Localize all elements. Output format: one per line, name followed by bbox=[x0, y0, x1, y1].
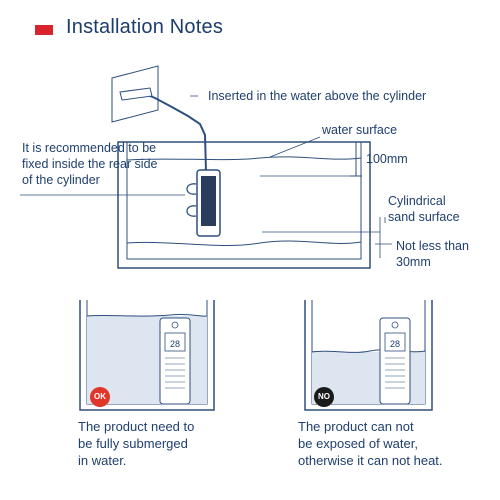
label-not-less-2: 30mm bbox=[396, 255, 431, 269]
label-100mm: 100mm bbox=[366, 152, 408, 166]
no-heater-display: 28 bbox=[390, 339, 400, 349]
no-caption-1: The product can not bbox=[298, 419, 414, 434]
label-sand-2: sand surface bbox=[388, 210, 460, 224]
ok-caption-1: The product need to bbox=[78, 419, 195, 434]
sand-surface-line bbox=[126, 240, 362, 247]
label-recommended-2: fixed inside the rear side bbox=[22, 157, 158, 171]
label-sand-1: Cylindrical bbox=[388, 194, 446, 208]
suction-cup-top bbox=[186, 183, 197, 195]
ok-heater-display: 28 bbox=[170, 339, 180, 349]
suction-cup-bottom bbox=[186, 205, 197, 217]
no-badge: NO bbox=[314, 387, 334, 407]
water-surface-line bbox=[126, 156, 362, 161]
wall-plate bbox=[111, 65, 159, 123]
title-accent-bar bbox=[35, 25, 53, 35]
label-not-less-1: Not less than bbox=[396, 239, 469, 253]
ok-caption-3: in water. bbox=[78, 453, 127, 468]
tank-inner bbox=[126, 141, 362, 260]
hose-clip bbox=[119, 87, 153, 101]
ok-tank bbox=[79, 300, 215, 411]
label-recommended-1: It is recommended to be bbox=[22, 141, 157, 155]
label-inserted: Inserted in the water above the cylinder bbox=[208, 89, 427, 103]
label-water-surface: water surface bbox=[322, 123, 398, 137]
label-recommended-3: of the cylinder bbox=[22, 173, 100, 187]
ok-caption-2: be fully submerged bbox=[78, 436, 188, 451]
no-caption-2: be exposed of water, bbox=[298, 436, 418, 451]
tank-diagram bbox=[20, 65, 392, 269]
no-heater bbox=[379, 317, 411, 405]
page-title: Installation Notes bbox=[66, 16, 224, 38]
no-caption-3: otherwise it can not heat. bbox=[298, 453, 443, 468]
ok-badge: OK bbox=[90, 387, 110, 407]
ok-heater bbox=[159, 317, 191, 405]
